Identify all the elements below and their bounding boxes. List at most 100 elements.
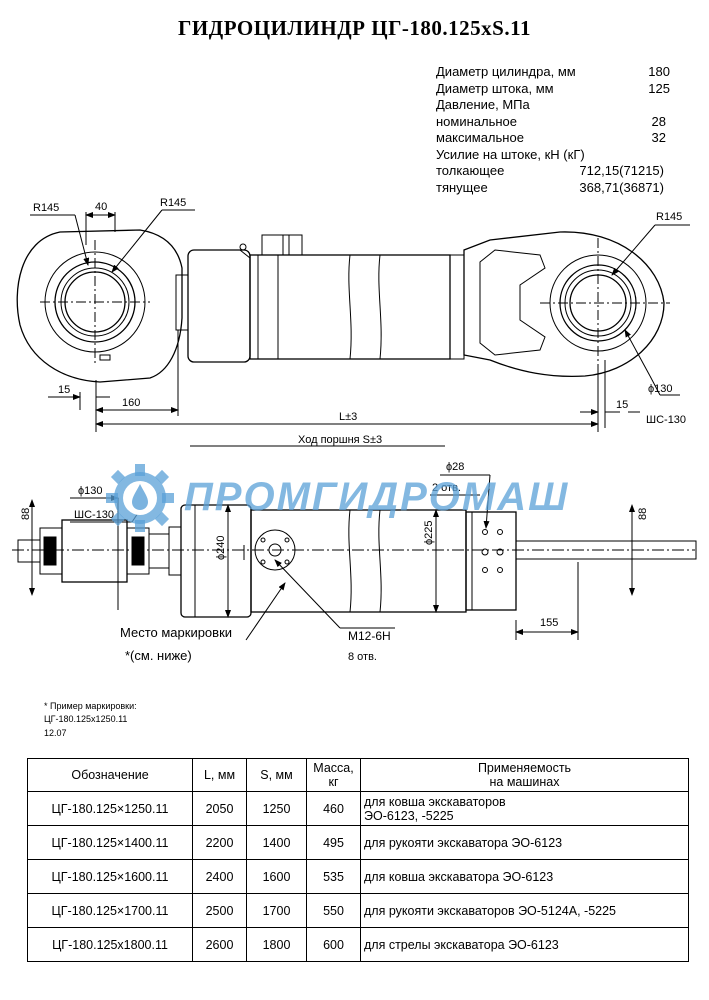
- dim-label: ШС-130: [646, 414, 686, 426]
- dim-label: 15: [58, 384, 70, 396]
- cell-designation: ЦГ-180.125×1700.11: [27, 893, 193, 928]
- cell-length: 2200: [192, 825, 247, 860]
- cell-usage: для рукояти экскаваторов ЭО-5124А, -5225: [360, 893, 689, 928]
- cell-stroke: 1400: [246, 825, 307, 860]
- spec-value: 28: [651, 113, 666, 129]
- spec-row: тянущее 368,71(36871): [436, 180, 676, 197]
- dim-label: 8 отв.: [348, 651, 377, 663]
- marking-example-title: * Пример маркировки:: [44, 701, 137, 711]
- cell-designation: ЦГ-180.125×1400.11: [27, 825, 193, 860]
- cell-stroke: 1600: [246, 859, 307, 894]
- dim-label: R145: [656, 211, 682, 223]
- dim-label: 88: [637, 508, 649, 520]
- dim-label: 2 отв.: [432, 482, 461, 494]
- dim-label: ϕ225: [423, 520, 435, 545]
- marking-example-code: ЦГ-180.125х1250.11: [44, 714, 128, 724]
- spec-label: номинальное: [436, 113, 518, 129]
- marking-example-date: 12.07: [44, 728, 67, 738]
- spec-label: Диаметр цилиндра, мм: [436, 64, 576, 79]
- spec-value: 368,71(36871): [579, 179, 664, 195]
- dim-label: 160: [122, 397, 140, 409]
- gear-drop-icon: [106, 464, 174, 532]
- spec-label: тянущее: [436, 179, 488, 195]
- cell-stroke: 1250: [246, 791, 307, 826]
- spec-value: 32: [651, 130, 666, 145]
- cell-stroke: 1700: [246, 893, 307, 928]
- header-mass: Масса,кг: [306, 758, 361, 792]
- company-logo: ПРОМГИДРОМАШ: [102, 462, 622, 534]
- table-row: ЦГ-180.125х1800.11 2600 1800 600 для стр…: [27, 927, 689, 962]
- cell-length: 2400: [192, 859, 247, 894]
- dimension-labels: R145 40 R145 R145 15 160 L±3 15 ϕ130 ШС-…: [20, 197, 686, 663]
- header-usage-line1: Применяемость: [477, 761, 572, 775]
- dim-label: ШС-130: [74, 509, 114, 521]
- modifications-table: Обозначение L, мм S, мм Масса,кг Применя…: [27, 758, 689, 962]
- marking-reference-label: *(см. ниже): [125, 648, 192, 663]
- spec-row: максимальное 32: [436, 130, 676, 147]
- cylinder-body-top: [175, 234, 465, 363]
- spec-value: 125: [648, 80, 670, 96]
- cell-usage-line2: ЭО-6123, -5225: [364, 808, 454, 823]
- header-stroke: S, мм: [246, 758, 307, 792]
- top-dimensions: [30, 209, 690, 447]
- stroke-label: Ход поршня S±3: [298, 434, 382, 446]
- header-mass-line1: Масса,: [313, 761, 354, 775]
- dim-label: L±3: [339, 411, 357, 423]
- spec-row: Диаметр цилиндра, мм 180: [436, 64, 676, 81]
- spec-label: Диаметр штока, мм: [436, 80, 554, 96]
- cylinder-body-bottom: [12, 504, 697, 618]
- spec-value: 712,15(71215): [579, 163, 664, 178]
- cell-length: 2500: [192, 893, 247, 928]
- table-row: ЦГ-180.125×1250.11 2050 1250 460 для ков…: [27, 791, 689, 826]
- cell-usage: для ковша экскаватора ЭО-6123: [360, 859, 689, 894]
- marking-place-label: Место маркировки: [120, 625, 232, 640]
- table-row: ЦГ-180.125×1600.11 2400 1600 535 для ков…: [27, 859, 689, 894]
- header-designation: Обозначение: [27, 758, 193, 792]
- dim-label: ϕ240: [215, 535, 227, 560]
- drawing-title: ГИДРОЦИЛИНДР ЦГ-180.125хS.11: [178, 16, 531, 40]
- dim-label: R145: [160, 197, 186, 209]
- header-length: L, мм: [192, 758, 247, 792]
- spec-row: толкающее 712,15(71215): [436, 163, 676, 180]
- cell-mass: 535: [306, 859, 361, 894]
- cell-designation: ЦГ-180.125х1800.11: [27, 927, 193, 962]
- dim-label: ϕ28: [446, 461, 464, 473]
- cell-mass: 460: [306, 791, 361, 826]
- spec-label: Давление, МПа: [436, 97, 530, 112]
- table-row: ЦГ-180.125×1700.11 2500 1700 550 для рук…: [27, 893, 689, 928]
- cell-stroke: 1800: [246, 927, 307, 962]
- cell-length: 2600: [192, 927, 247, 962]
- dim-label: 40: [95, 201, 107, 213]
- dim-label: R145: [33, 202, 59, 214]
- logo-text: ПРОМГИДРОМАШ: [184, 475, 570, 519]
- spec-row: Усилие на штоке, кН (кГ): [436, 147, 676, 164]
- cell-mass: 550: [306, 893, 361, 928]
- bottom-dimensions: [29, 474, 635, 641]
- right-eye-outline: [463, 231, 670, 428]
- thread-label: М12-6Н: [348, 629, 391, 643]
- specifications-block: Диаметр цилиндра, мм 180 Диаметр штока, м…: [436, 64, 676, 196]
- cell-usage-line1: для ковша экскаваторов: [364, 794, 506, 809]
- table-row: ЦГ-180.125×1400.11 2200 1400 495 для рук…: [27, 825, 689, 860]
- cell-usage: для рукояти экскаватора ЭО-6123: [360, 825, 689, 860]
- dim-label: 155: [540, 617, 558, 629]
- spec-value: 180: [648, 64, 670, 79]
- cell-designation: ЦГ-180.125×1600.11: [27, 859, 193, 894]
- table-header-row: Обозначение L, мм S, мм Масса,кг Применя…: [27, 758, 689, 792]
- cell-mass: 600: [306, 927, 361, 962]
- left-eye-outline: [16, 229, 183, 383]
- spec-row: Давление, МПа: [436, 97, 676, 114]
- cell-mass: 495: [306, 825, 361, 860]
- spec-label: Усилие на штоке, кН (кГ): [436, 146, 585, 162]
- dim-label: ϕ130: [78, 485, 103, 497]
- cell-usage: для стрелы экскаватора ЭО-6123: [360, 927, 689, 962]
- spec-label: толкающее: [436, 163, 505, 178]
- dim-label: 88: [20, 508, 32, 520]
- spec-label: максимальное: [436, 130, 524, 145]
- header-usage-line2: на машинах: [489, 775, 560, 789]
- spec-row: номинальное 28: [436, 114, 676, 131]
- cell-length: 2050: [192, 791, 247, 826]
- dim-label: ϕ130: [648, 383, 673, 395]
